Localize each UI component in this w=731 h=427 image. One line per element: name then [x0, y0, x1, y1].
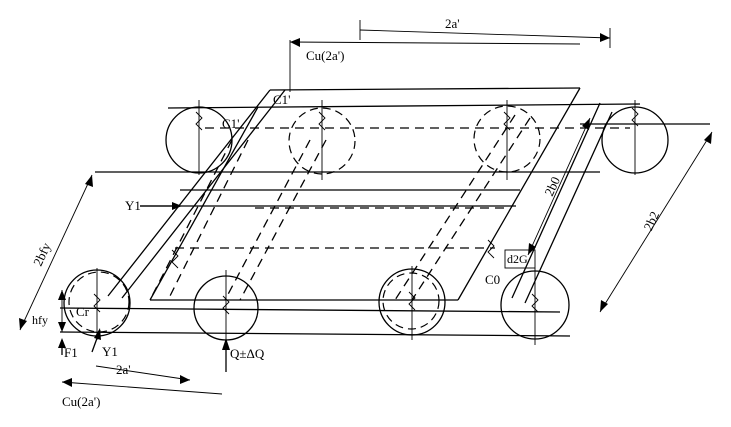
label-2b0: 2b0: [541, 174, 563, 198]
body-frame: [59, 87, 710, 337]
construction-lines: [96, 100, 636, 345]
label-bottom-cu: Cu(2a'): [62, 394, 100, 409]
label-top-cu: Cu(2a'): [306, 48, 344, 63]
label-d2g: d2G: [507, 252, 528, 266]
label-c1-left: C1': [222, 116, 240, 131]
label-load: Q±ΔQ: [230, 346, 265, 361]
label-cr: Cr: [76, 304, 90, 319]
spring-markers: [93, 107, 639, 315]
dimension-lines: [19, 20, 713, 395]
dashed-frame: [149, 114, 630, 301]
wheels: [63, 105, 669, 341]
wheel-dashed-rear-mid-right: [473, 105, 541, 173]
label-top-span: 2a': [445, 16, 460, 31]
wheel-dashed-front-mid-right: [382, 272, 440, 330]
wheel-dashed-front-left: [68, 271, 130, 333]
label-y-lower: Y1: [102, 344, 118, 359]
labels: 2a' Cu(2a') C1' C1' Y1 2bfy 2b0 2b2 hfy …: [30, 16, 662, 409]
label-hfy: hfy: [32, 313, 48, 327]
wheel-dashed-rear-mid-left: [288, 107, 356, 175]
label-y1: Y1: [125, 198, 141, 213]
label-c0: C0: [485, 272, 500, 287]
label-f1: F1: [64, 345, 78, 360]
label-bottom-span: 2a': [116, 362, 131, 377]
label-2b2: 2b2: [640, 209, 662, 233]
label-c1-upper: C1': [273, 92, 291, 107]
